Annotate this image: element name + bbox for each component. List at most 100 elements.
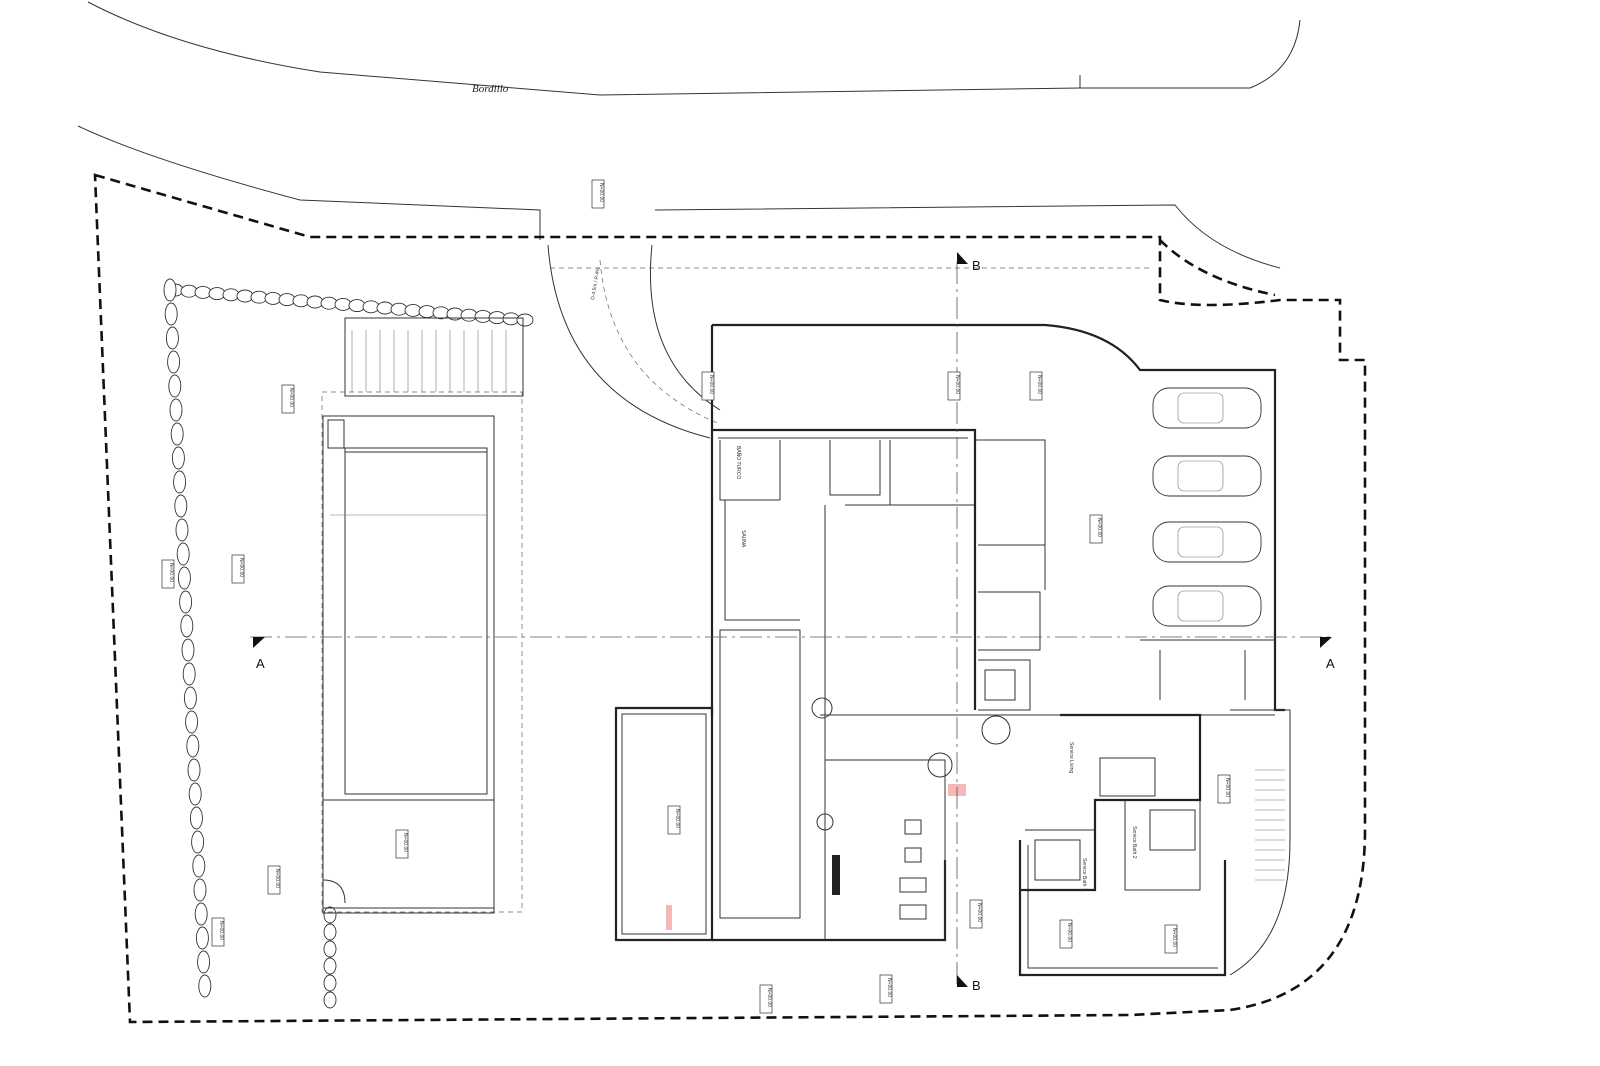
driveway: D-4.5m / P-4%: [547, 204, 1281, 439]
stone: [183, 686, 197, 710]
level-tag: N+00.00: [667, 805, 681, 835]
car: [1152, 521, 1262, 563]
level-tag: N+00.00: [701, 371, 715, 401]
section-label-b-top: B: [972, 258, 981, 273]
stone: [323, 974, 337, 992]
svg-text:N+00.00: N+00.00: [238, 558, 244, 577]
stone: [323, 923, 337, 941]
stone: [460, 308, 478, 322]
stone: [189, 806, 203, 830]
level-tag: N+00.00: [947, 371, 961, 401]
driveway-gate-boundary: [1159, 239, 1276, 297]
svg-text:N+00.00: N+00.00: [288, 388, 294, 407]
stone: [179, 590, 193, 614]
level-tag: N+00.00: [879, 974, 893, 1004]
parking-cars: [1152, 387, 1262, 627]
stone: [348, 299, 366, 313]
stone: [323, 957, 337, 975]
svg-text:N+00.00: N+00.00: [218, 921, 224, 940]
stone: [177, 566, 191, 590]
stone: [180, 284, 198, 298]
svg-text:N+00.00: N+00.00: [402, 833, 408, 852]
stone: [320, 296, 338, 310]
car: [1152, 585, 1262, 627]
gym-equipment: [811, 697, 1011, 920]
stone: [173, 470, 187, 494]
stone: [292, 294, 310, 308]
stone: [390, 302, 408, 316]
stone: [175, 518, 189, 542]
stone: [174, 494, 188, 518]
section-marker-b-bottom: B: [957, 975, 981, 993]
stone: [250, 290, 268, 304]
stone: [165, 326, 179, 350]
stone: [186, 734, 200, 758]
level-tag: N+00.00: [1089, 514, 1103, 544]
main-building: [614, 323, 1285, 942]
level-tag: N+00.00: [161, 559, 175, 589]
svg-text:N+00.00: N+00.00: [1036, 375, 1042, 394]
stone: [432, 306, 450, 320]
section-marker-a-right: A: [1320, 637, 1335, 671]
stone: [188, 782, 202, 806]
svg-text:N+00.00: N+00.00: [976, 903, 982, 922]
stone: [502, 312, 520, 326]
stone: [306, 295, 324, 309]
pool-steps: [344, 317, 524, 397]
level-tag: N+00.00: [1217, 774, 1231, 804]
swimming-pool: [321, 391, 523, 914]
stone: [474, 309, 492, 323]
stone: [323, 991, 337, 1009]
svg-text:N+00.00: N+00.00: [954, 375, 960, 394]
svg-text:N+00.00: N+00.00: [1066, 923, 1072, 942]
stone: [222, 288, 240, 302]
section-marker-b-top: B: [957, 252, 981, 273]
svg-text:N+00.00: N+00.00: [886, 978, 892, 997]
car: [1152, 455, 1262, 497]
highlight-red-2: [666, 905, 672, 930]
stone: [236, 289, 254, 303]
level-tag: N+00.00: [591, 179, 605, 209]
room-label-sauna: SAUNA: [740, 530, 746, 548]
stone: [168, 374, 182, 398]
svg-text:N+00.00: N+00.00: [168, 563, 174, 582]
stone: [197, 950, 211, 974]
stone: [191, 830, 205, 854]
street-curb: Bordillo: [77, 1, 1301, 240]
stone-wall: [163, 278, 534, 1009]
svg-text:N+00.00: N+00.00: [1224, 778, 1230, 797]
stone: [376, 301, 394, 315]
level-tag: N+00.00: [395, 829, 409, 859]
property-boundary: [93, 173, 1367, 1024]
stone: [323, 906, 337, 924]
section-label-b-bottom: B: [972, 978, 981, 993]
level-tag: N+00.00: [267, 865, 281, 895]
service-wing: [1018, 709, 1291, 977]
section-label-a-right: A: [1326, 656, 1335, 671]
stone: [167, 350, 181, 374]
label-service-living: Service Living: [1068, 742, 1074, 773]
level-tag: N+00.00: [1029, 371, 1043, 401]
level-tag: N+00.00: [231, 554, 245, 584]
stone: [418, 305, 436, 319]
svg-text:N+00.00: N+00.00: [274, 869, 280, 888]
label-service-bath-1: Service Bath 1: [1081, 858, 1087, 891]
stone: [192, 854, 206, 878]
stone: [163, 278, 177, 302]
stone: [194, 285, 212, 299]
level-tag: N+00.00: [969, 899, 983, 929]
stone: [182, 662, 196, 686]
stone: [194, 902, 208, 926]
stone: [208, 287, 226, 301]
stone: [334, 297, 352, 311]
stone: [404, 303, 422, 317]
room-label-bano-turco: BAÑO TURCO: [735, 446, 742, 479]
stone: [362, 300, 380, 314]
stone: [187, 758, 201, 782]
car: [1152, 387, 1262, 429]
stone: [181, 638, 195, 662]
stone: [169, 398, 183, 422]
stone: [171, 446, 185, 470]
stone: [264, 291, 282, 305]
